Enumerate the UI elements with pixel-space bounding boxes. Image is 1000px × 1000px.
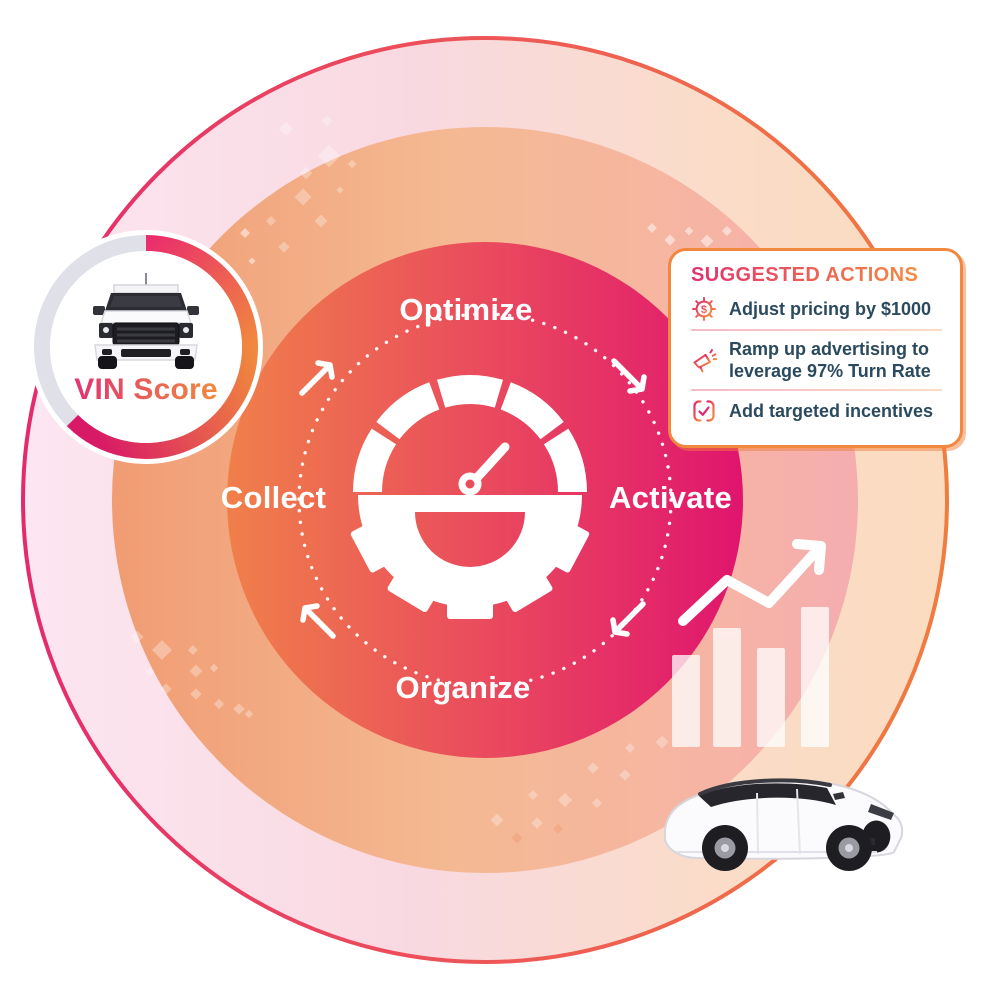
arrow-down-right-icon <box>611 358 647 394</box>
gauge-gear-icon <box>350 375 590 619</box>
vin-score-label: VIN Score <box>46 373 246 407</box>
action-item-text: Adjust pricing by $1000 <box>729 299 932 319</box>
svg-text:$: $ <box>701 304 707 316</box>
action-item-advertising: Ramp up advertising to leverage 97% Turn… <box>691 338 942 382</box>
vin-score-badge: VIN Score <box>28 229 264 465</box>
arrow-down-left-icon <box>610 601 646 637</box>
dotted-cycle-ring <box>297 312 673 688</box>
action-item-pricing: $ Adjust pricing by $1000 <box>691 296 942 322</box>
bar-chart <box>672 607 829 747</box>
cycle-arrows <box>299 358 647 639</box>
action-item-incentives: Add targeted incentives <box>691 398 942 424</box>
suv-image <box>664 778 904 871</box>
cycle-label-optimize: Optimize <box>399 292 533 327</box>
arrow-up-right-icon <box>299 360 335 396</box>
card-divider <box>691 329 942 331</box>
checkbox-check-icon <box>693 400 715 422</box>
pickup-truck-image <box>93 273 199 369</box>
arrow-up-left-icon <box>300 603 336 639</box>
action-item-text: Ramp up advertising to leverage 97% Turn… <box>729 339 931 381</box>
megaphone-icon <box>693 349 717 373</box>
gear-dollar-icon: $ <box>692 297 716 321</box>
cycle-label-activate: Activate <box>608 480 732 515</box>
cycle-label-organize: Organize <box>395 670 531 705</box>
action-item-text: Add targeted incentives <box>729 401 934 421</box>
suggested-actions-card: SUGGESTED ACTIONS $ Adjust pricing by $1… <box>668 248 963 448</box>
suggested-actions-title: SUGGESTED ACTIONS <box>691 264 942 287</box>
card-divider <box>691 389 942 391</box>
cycle-label-collect: Collect <box>220 480 327 515</box>
trend-arrow-icon <box>678 539 826 626</box>
